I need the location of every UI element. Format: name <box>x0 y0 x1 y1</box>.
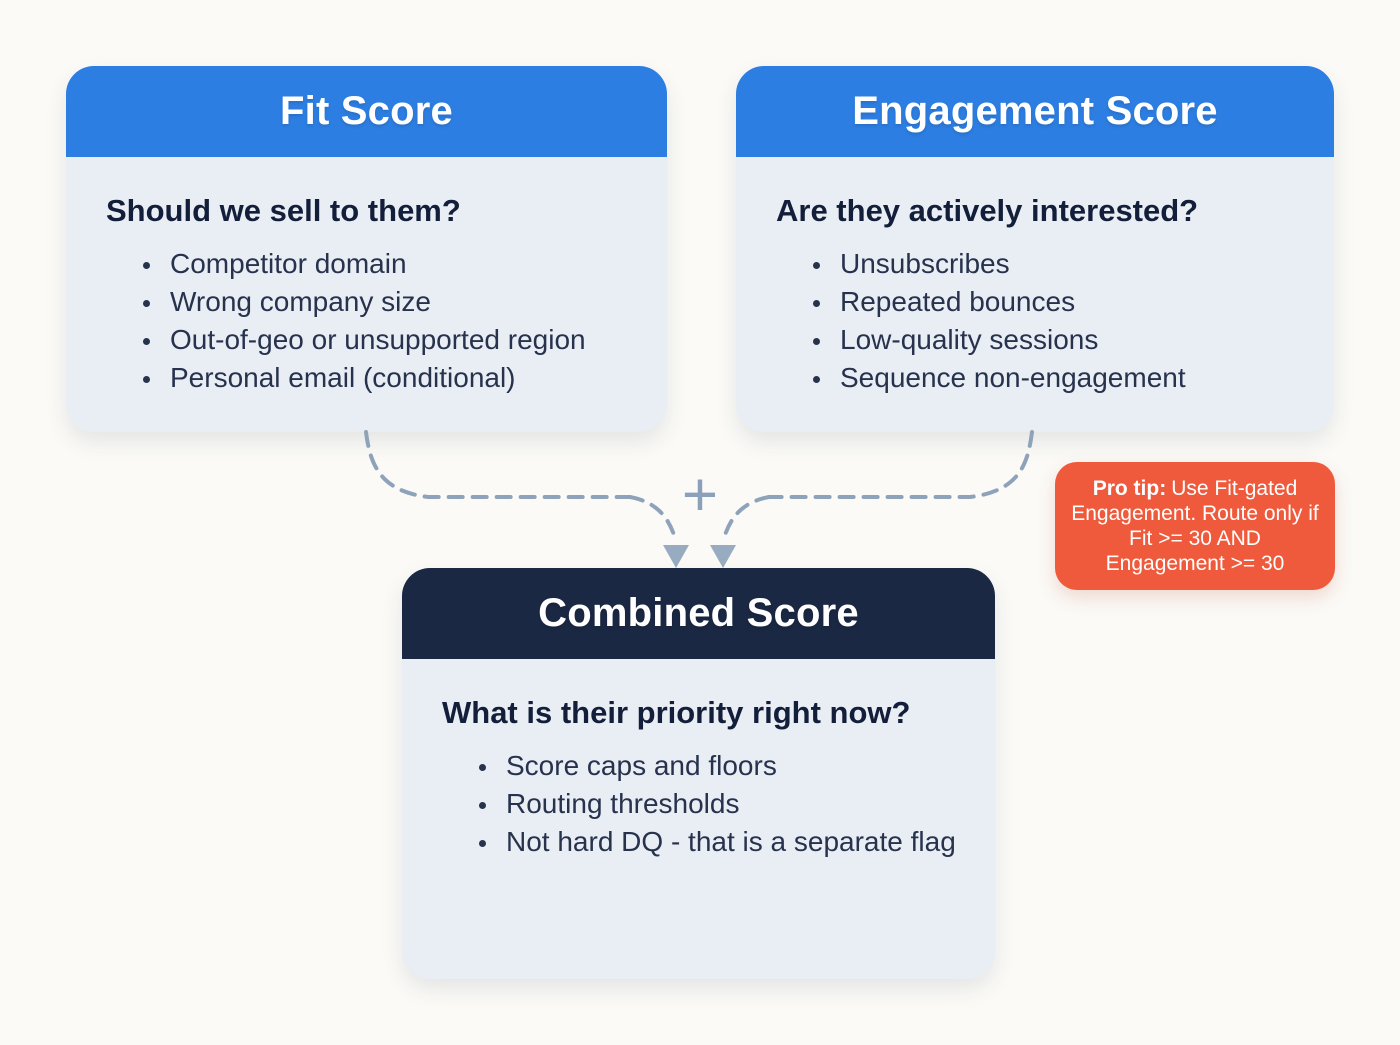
engagement-score-header: Engagement Score <box>736 66 1334 157</box>
fit-score-body: Should we sell to them? Competitor domai… <box>66 157 667 427</box>
fit-score-header: Fit Score <box>66 66 667 157</box>
fit-score-title: Fit Score <box>280 89 453 133</box>
fit-score-bullet-list: Competitor domainWrong company sizeOut-o… <box>106 245 629 397</box>
bullet-item: Competitor domain <box>164 245 629 283</box>
engagement-score-bullet-list: UnsubscribesRepeated bouncesLow-quality … <box>776 245 1296 397</box>
bullet-item: Not hard DQ - that is a separate flag <box>500 823 957 861</box>
bullet-item: Repeated bounces <box>834 283 1296 321</box>
bullet-item: Wrong company size <box>164 283 629 321</box>
pro-tip-text: Use Fit-gated Engagement. Route only if … <box>1071 477 1319 575</box>
combined-score-card: Combined Score What is their priority ri… <box>402 568 995 979</box>
connector-engagement-to-combined <box>767 430 1034 499</box>
bullet-item: Out-of-geo or unsupported region <box>164 321 629 359</box>
pro-tip-text-wrap: Pro tip:Use Fit-gated Engagement. Route … <box>1071 476 1319 576</box>
combined-score-body: What is their priority right now? Score … <box>402 659 995 891</box>
bullet-item: Personal email (conditional) <box>164 359 629 397</box>
bullet-item: Low-quality sessions <box>834 321 1296 359</box>
bullet-item: Routing thresholds <box>500 785 957 823</box>
combined-score-title: Combined Score <box>538 591 859 635</box>
fit-score-card: Fit Score Should we sell to them? Compet… <box>66 66 667 432</box>
plus-icon: + <box>681 460 719 530</box>
pro-tip-label: Pro tip: <box>1092 477 1167 500</box>
engagement-score-title: Engagement Score <box>852 89 1218 133</box>
connector-fit-to-combined <box>364 430 632 499</box>
combined-score-bullet-list: Score caps and floorsRouting thresholdsN… <box>442 747 957 861</box>
connector-fit-curve <box>628 495 678 544</box>
arrow-down-right-icon <box>710 545 736 568</box>
bullet-item: Unsubscribes <box>834 245 1296 283</box>
arrow-down-left-icon <box>663 545 689 568</box>
bullet-item: Score caps and floors <box>500 747 957 785</box>
combined-score-header: Combined Score <box>402 568 995 659</box>
engagement-score-question: Are they actively interested? <box>776 193 1199 228</box>
engagement-score-card: Engagement Score Are they actively inter… <box>736 66 1334 432</box>
connector-engagement-curve <box>721 495 771 544</box>
combined-score-question: What is their priority right now? <box>442 695 911 730</box>
fit-score-question: Should we sell to them? <box>106 193 461 228</box>
engagement-score-body: Are they actively interested? Unsubscrib… <box>736 157 1334 427</box>
bullet-item: Sequence non-engagement <box>834 359 1296 397</box>
pro-tip-callout: Pro tip:Use Fit-gated Engagement. Route … <box>1055 462 1335 590</box>
